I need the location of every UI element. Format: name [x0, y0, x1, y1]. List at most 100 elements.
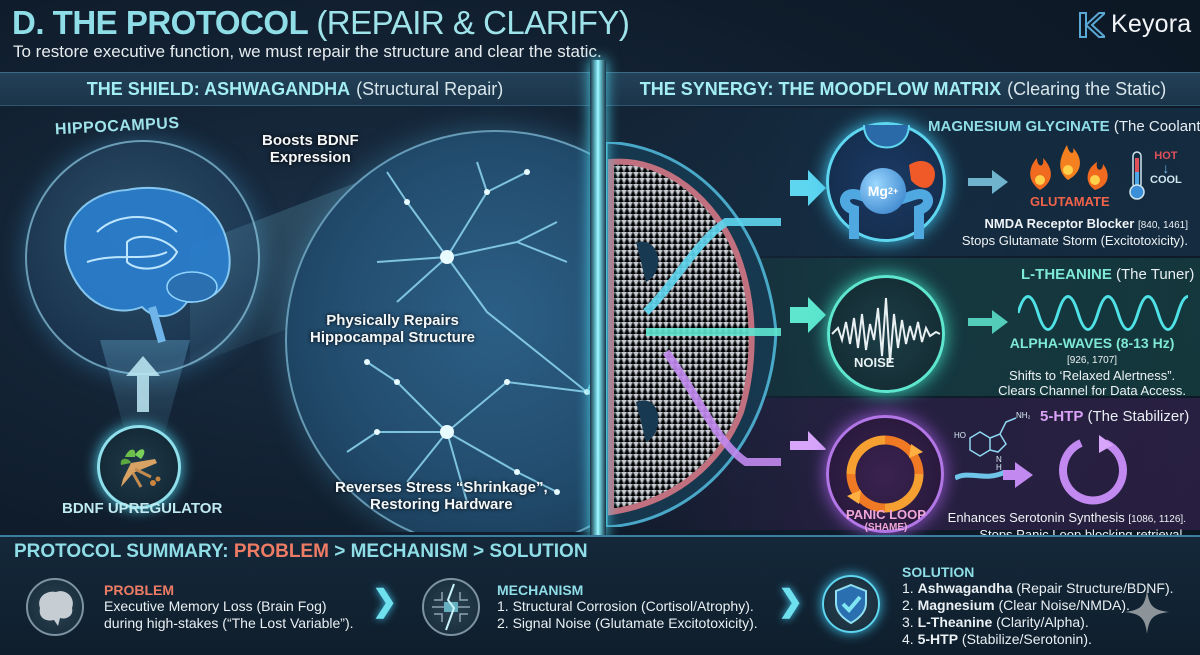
solution-heading: SOLUTION: [902, 564, 975, 580]
problem-text: Executive Memory Loss (Brain Fog) during…: [104, 598, 354, 632]
note-line: Physically Repairs: [326, 312, 459, 329]
solution-item: 4. 5-HTP (Stabilize/Serotonin).: [902, 631, 1174, 648]
h-label: H: [996, 463, 1002, 472]
arrow-right-icon: [955, 462, 1033, 488]
fire-cycle-icon: [846, 435, 924, 513]
desc-line: Shifts to ‘Relaxed Alertness”.: [1008, 368, 1176, 383]
item-detail: (Stabilize/Serotonin).: [961, 631, 1092, 647]
summary-title-post: > MECHANISM > SOLUTION: [328, 541, 588, 562]
glutamate-label: GLUTAMATE: [1030, 194, 1110, 209]
desc-ref: [840, 1461]: [1137, 220, 1188, 231]
mechanism-text: 1. Structural Corrosion (Cortisol/Atroph…: [497, 598, 758, 632]
desc-line: Clears Channel for Data Access.: [998, 383, 1186, 398]
neuron-sphere: [285, 130, 590, 532]
k-logo-icon: [1079, 11, 1105, 38]
chevron-right-icon: ❯: [778, 585, 804, 618]
broken-circuit-icon: [422, 578, 480, 636]
summary-title-highlight: PROBLEM: [233, 541, 329, 562]
page-subtitle: To restore executive function, we must r…: [13, 42, 602, 61]
desc-line: Stops Glutamate Storm (Excitotoxicity).: [961, 233, 1188, 248]
note-line: Reverses Stress “Shrinkage”,: [335, 479, 548, 496]
page-title: D. THE PROTOCOL (REPAIR & CLARIFY): [12, 4, 630, 42]
alpha-waves-label: ALPHA-WAVES (8-13 Hz): [1009, 335, 1175, 351]
note-line: Boosts BDNF: [262, 132, 359, 149]
item-num: 3.: [902, 614, 914, 630]
panel-divider: [590, 60, 606, 540]
nh2-label: NH₂: [1016, 411, 1030, 420]
5htp-title-sub: (The Stabilizer): [1087, 408, 1190, 425]
solution-list: 1. Ashwagandha (Repair Structure/BDNF). …: [902, 580, 1174, 648]
item-num: 2.: [902, 597, 914, 613]
left-panel: HIPPOCAMPUS BDNF UPREGULATOR Boosts BDNF…: [0, 106, 590, 532]
desc-ref: [1086, 1126].: [1128, 514, 1186, 525]
magnesium-title-bold: MAGNESIUM GLYCINATE: [928, 118, 1110, 135]
serotonin-molecule-icon: HO NH₂ N H: [954, 411, 1030, 472]
title-paren: (REPAIR & CLARIFY): [316, 4, 630, 41]
right-header-sub: (Clearing the Static): [1007, 78, 1167, 99]
magnesium-title-sub: (The Coolant): [1113, 118, 1200, 135]
ho-label: HO: [954, 431, 966, 440]
hippocampus-label: HIPPOCAMPUS: [54, 114, 180, 139]
5htp-title-bold: 5-HTP: [1040, 408, 1084, 425]
summary-title: PROTOCOL SUMMARY: PROBLEM > MECHANISM > …: [14, 541, 588, 563]
alpha-wave-icon: [1018, 295, 1188, 331]
mechanism-line: 2. Signal Noise (Glutamate Excitotoxicit…: [497, 615, 758, 631]
logo-text: Keyora: [1111, 10, 1192, 38]
noise-circle: [827, 275, 945, 393]
solution-item: 3. L-Theanine (Clarity/Alpha).: [902, 614, 1174, 631]
hot-cool-indicator: HOT ↓ COOL: [1150, 150, 1182, 186]
note-repairs-structure: Physically Repairs Hippocampal Structure: [310, 312, 475, 346]
item-name: 5-HTP: [917, 631, 959, 647]
chevron-right-icon: ❯: [372, 585, 398, 618]
down-arrow-icon: ↓: [1162, 160, 1170, 176]
theanine-title-bold: L-THEANINE: [1021, 266, 1112, 283]
panic-label-main: PANIC LOOP: [846, 507, 926, 522]
receptor-icon: [840, 124, 935, 239]
mg-label: Mg: [867, 183, 888, 199]
item-detail: (Clear Noise/NMDA).: [998, 597, 1130, 613]
note-boosts-bdnf: Boosts BDNF Expression: [262, 132, 359, 166]
foggy-brain-icon: [26, 578, 84, 636]
5htp-title: 5-HTP (The Stabilizer): [1040, 408, 1189, 425]
item-num: 4.: [902, 631, 914, 647]
theanine-description: ALPHA-WAVES (8-13 Hz) [926, 1707] Shifts…: [998, 335, 1186, 399]
arrow-right-icon: [968, 170, 1008, 194]
left-header-sub: (Structural Repair): [356, 78, 504, 99]
bdnf-upregulator-label: BDNF UPREGULATOR: [62, 500, 223, 517]
hot-label: HOT: [1154, 150, 1178, 162]
theanine-title: L-THEANINE (The Tuner): [1021, 266, 1194, 283]
panic-loop-circle: [826, 415, 944, 533]
desc-bold: NMDA Receptor Blocker: [984, 216, 1135, 231]
left-section-header: THE SHIELD: ASHWAGANDHA (Structural Repa…: [0, 72, 590, 106]
noise-waveform-icon: [831, 297, 941, 363]
left-header-bold: THE SHIELD: ASHWAGANDHA: [86, 78, 351, 99]
thermometer-icon: [1129, 151, 1145, 200]
item-detail: (Repair Structure/BDNF).: [1016, 580, 1174, 596]
row-arrowheads-icon: [790, 170, 826, 450]
brain-icon: [64, 186, 231, 344]
magnesium-title: MAGNESIUM GLYCINATE (The Coolant): [928, 118, 1200, 135]
solution-item: 1. Ashwagandha (Repair Structure/BDNF).: [902, 580, 1174, 597]
problem-line: Executive Memory Loss (Brain Fog): [104, 598, 327, 614]
mg-charge: 2+: [887, 186, 899, 196]
solution-item: 2. Magnesium (Clear Noise/NMDA).: [902, 597, 1174, 614]
cool-label: COOL: [1150, 174, 1182, 186]
arrow-right-icon: [968, 310, 1008, 334]
item-detail: (Clarity/Alpha).: [996, 614, 1089, 630]
up-arrow-icon: [126, 356, 160, 412]
item-num: 1.: [902, 580, 914, 596]
brand-logo: Keyora: [1077, 10, 1191, 39]
brain-cross-section-icon: [606, 142, 781, 527]
mechanism-heading: MECHANISM: [497, 582, 584, 598]
neuron-network-icon: [346, 161, 590, 503]
item-name: L-Theanine: [917, 614, 993, 630]
stable-cycle-icon: [1059, 435, 1127, 505]
right-header-bold: THE SYNERGY: THE MOODFLOW MATRIX: [639, 78, 1002, 99]
n-label: N: [996, 455, 1002, 464]
panic-loop-label: PANIC LOOP (SHAME): [846, 508, 926, 534]
protocol-summary: [0, 535, 1200, 655]
problem-heading: PROBLEM: [104, 582, 174, 598]
right-section-header: THE SYNERGY: THE MOODFLOW MATRIX (Cleari…: [606, 72, 1200, 106]
theanine-title-sub: (The Tuner): [1116, 266, 1195, 283]
